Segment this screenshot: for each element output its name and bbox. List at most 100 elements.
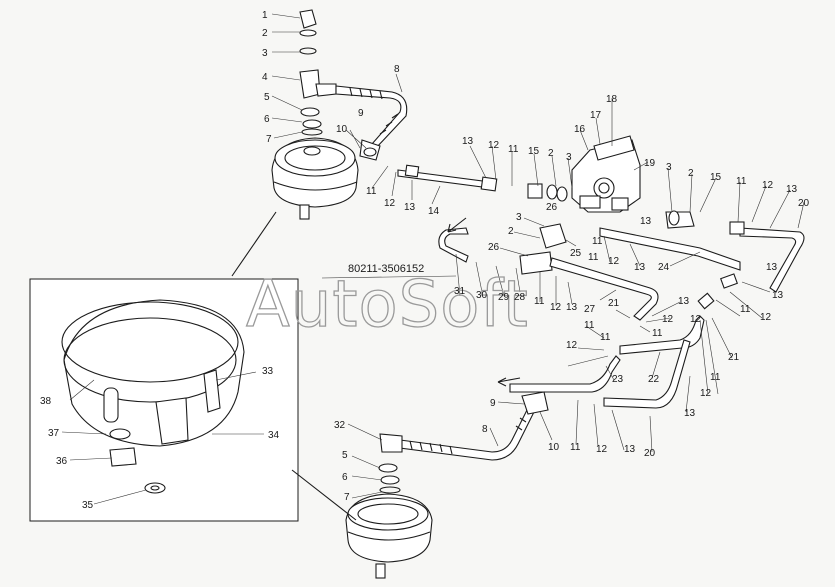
callout: 13 <box>684 408 696 419</box>
part-code: 80211-3506152 <box>348 263 424 275</box>
callout: 3 <box>666 162 672 173</box>
callout: 21 <box>608 298 620 309</box>
callout: 12 <box>662 314 674 325</box>
relay-valve <box>571 135 641 213</box>
callout: 12 <box>566 340 578 351</box>
callout: 32 <box>334 420 346 431</box>
callout: 13 <box>566 302 578 313</box>
callout: 15 <box>528 146 540 157</box>
callout: 36 <box>56 456 68 467</box>
callout: 3 <box>566 152 572 163</box>
callout: 9 <box>358 108 364 119</box>
callout: 2 <box>508 226 514 237</box>
callout: 10 <box>548 442 560 453</box>
watermark: AutoSoft <box>246 268 529 342</box>
callout: 24 <box>658 262 670 273</box>
callout: 11 <box>736 176 747 187</box>
direction-arrow <box>497 377 521 387</box>
callout: 27 <box>584 304 596 315</box>
callout: 11 <box>740 304 751 315</box>
callout: 7 <box>344 492 350 503</box>
upper-hose <box>335 85 408 161</box>
callout: 11 <box>534 296 545 307</box>
callout-labels: 1 2 3 4 5 6 7 8 9 10 11 12 13 14 13 12 1… <box>40 10 810 511</box>
callout: 22 <box>648 374 660 385</box>
callout: 11 <box>508 144 519 155</box>
callout: 26 <box>546 202 558 213</box>
callout: 19 <box>644 158 656 169</box>
callout: 13 <box>678 296 690 307</box>
callout: 5 <box>342 450 348 461</box>
lower-brake-chamber <box>345 493 433 579</box>
callout: 7 <box>266 134 272 145</box>
callout: 10 <box>336 124 348 135</box>
callout: 5 <box>264 92 270 103</box>
callout: 29 <box>498 292 510 303</box>
callout: 3 <box>516 212 522 223</box>
right-pipes <box>509 210 805 409</box>
callout: 12 <box>760 312 772 323</box>
callout: 13 <box>462 136 474 147</box>
direction-arrow <box>447 217 467 233</box>
callout: 13 <box>640 216 652 227</box>
callout: 30 <box>476 290 488 301</box>
callout: 33 <box>262 366 274 377</box>
callout: 13 <box>766 262 778 273</box>
leader-lines <box>61 13 805 505</box>
callout: 13 <box>772 290 784 301</box>
callout: 9 <box>490 398 496 409</box>
callout: 17 <box>590 110 602 121</box>
callout: 14 <box>428 206 440 217</box>
callout: 12 <box>488 140 500 151</box>
callout: 20 <box>644 448 656 459</box>
callout: 21 <box>728 352 740 363</box>
callout: 23 <box>612 374 624 385</box>
callout: 11 <box>600 332 611 343</box>
callout: 12 <box>384 198 396 209</box>
upper-fittings <box>299 9 337 136</box>
upper-brake-chamber <box>271 137 359 220</box>
detail-inset <box>29 211 357 522</box>
callout: 11 <box>584 320 595 331</box>
callout: 12 <box>608 256 620 267</box>
callout: 34 <box>268 430 280 441</box>
callout: 11 <box>588 252 599 263</box>
callout: 25 <box>570 248 582 259</box>
callout: 13 <box>404 202 416 213</box>
callout: 1 <box>262 10 268 21</box>
callout: 3 <box>262 48 268 59</box>
callout: 13 <box>634 262 646 273</box>
callout: 18 <box>606 94 618 105</box>
callout: 12 <box>596 444 608 455</box>
lower-hose <box>378 391 549 494</box>
callout: 28 <box>514 292 526 303</box>
callout: 26 <box>488 242 500 253</box>
callout: 35 <box>82 500 94 511</box>
callout: 11 <box>570 442 581 453</box>
center-tubes <box>397 164 568 202</box>
callout: 12 <box>550 302 562 313</box>
callout: 11 <box>366 186 377 197</box>
callout: 31 <box>454 286 466 297</box>
callout: 20 <box>798 198 810 209</box>
callout: 11 <box>710 372 721 383</box>
callout: 38 <box>40 396 52 407</box>
callout: 12 <box>700 388 712 399</box>
callout: 2 <box>548 148 554 159</box>
callout: 11 <box>652 328 663 339</box>
callout: 2 <box>262 28 268 39</box>
callout: 13 <box>786 184 798 195</box>
callout: 6 <box>264 114 270 125</box>
callout: 8 <box>482 424 488 435</box>
callout: 4 <box>262 72 268 83</box>
callout: 2 <box>688 168 694 179</box>
callout: 11 <box>592 236 603 247</box>
callout: 15 <box>710 172 722 183</box>
callout: 16 <box>574 124 586 135</box>
callout: 8 <box>394 64 400 75</box>
left-pipe-loop <box>438 223 659 321</box>
callout: 13 <box>624 444 636 455</box>
callout: 6 <box>342 472 348 483</box>
